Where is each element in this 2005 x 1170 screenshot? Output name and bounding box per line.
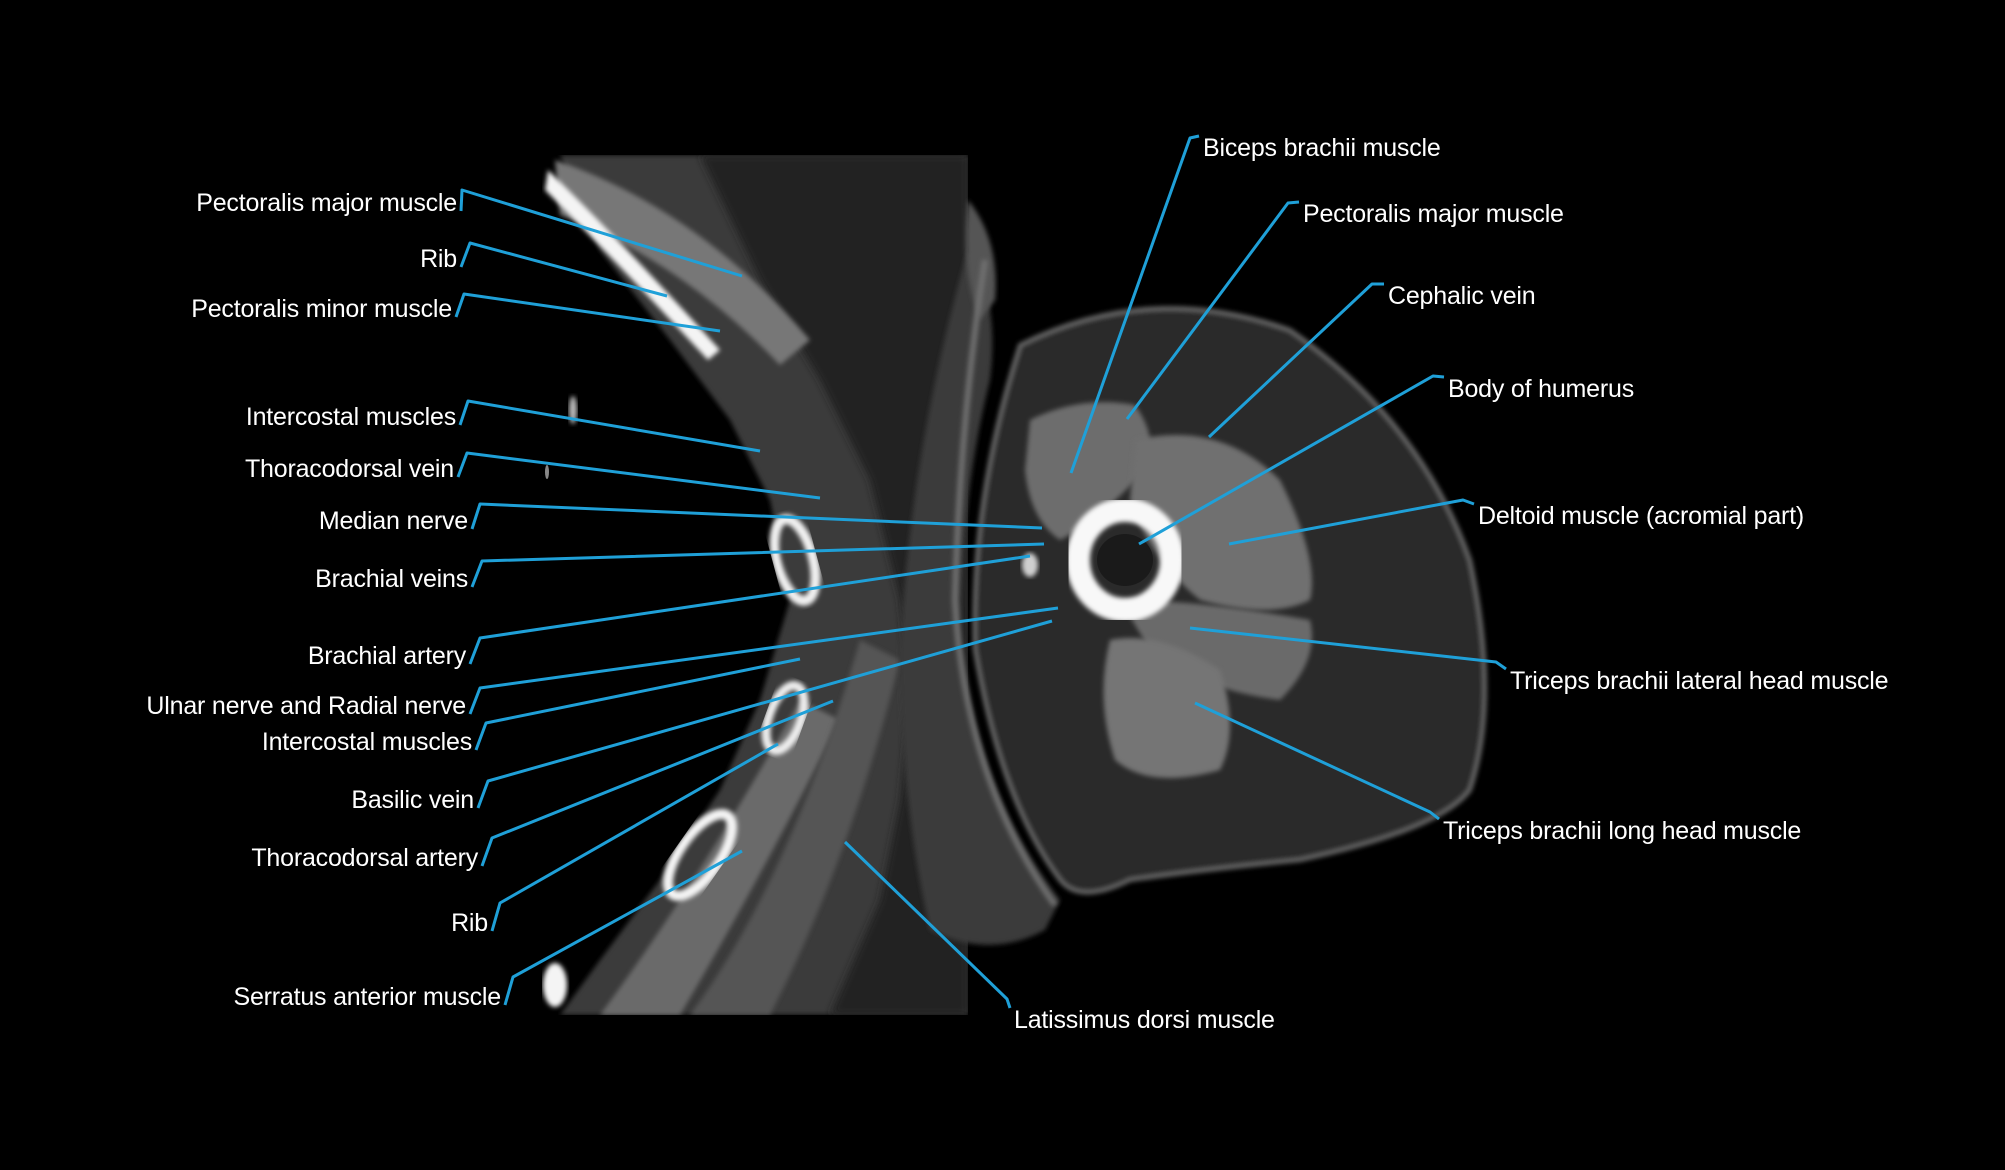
humerus-bone bbox=[1066, 498, 1184, 622]
leader-line-right-8 bbox=[843, 840, 1012, 1009]
label-left-4: Intercostal muscles bbox=[245, 403, 456, 431]
label-left-14: Serratus anterior muscle bbox=[233, 983, 501, 1011]
leader-line-right-6 bbox=[1189, 626, 1507, 671]
label-right-7: Triceps brachii long head muscle bbox=[1443, 817, 1802, 845]
leader-line-right-4 bbox=[1138, 374, 1445, 546]
latissimus-region bbox=[900, 250, 1060, 945]
leader-line-left-5 bbox=[456, 451, 821, 500]
label-right-1: Biceps brachii muscle bbox=[1203, 134, 1441, 162]
leader-line-left-8 bbox=[468, 554, 1031, 665]
leader-line-left-7 bbox=[470, 542, 1045, 588]
label-left-2: Rib bbox=[420, 245, 457, 273]
label-left-10: Intercostal muscles bbox=[261, 728, 472, 756]
leader-line-left-3 bbox=[454, 292, 721, 333]
label-right-3: Cephalic vein bbox=[1388, 282, 1536, 310]
label-right-4: Body of humerus bbox=[1448, 375, 1634, 403]
chest-wall-region bbox=[542, 155, 968, 1015]
leader-line-left-14 bbox=[503, 849, 743, 1006]
label-left-12: Thoracodorsal artery bbox=[251, 844, 478, 872]
label-left-5: Thoracodorsal vein bbox=[244, 455, 454, 483]
leader-line-left-9 bbox=[468, 606, 1059, 715]
leader-line-left-2 bbox=[459, 241, 668, 298]
leader-line-right-1 bbox=[1069, 134, 1200, 474]
leader-line-right-3 bbox=[1207, 282, 1384, 439]
label-right-8: Latissimus dorsi muscle bbox=[1014, 1006, 1275, 1034]
label-left-11: Basilic vein bbox=[351, 786, 474, 814]
label-left-1: Pectoralis major muscle bbox=[196, 189, 457, 217]
label-left-13: Rib bbox=[451, 909, 488, 937]
leader-line-right-5 bbox=[1228, 498, 1475, 546]
leader-line-right-2 bbox=[1125, 200, 1300, 420]
label-right-6: Triceps brachii lateral head muscle bbox=[1510, 667, 1889, 695]
label-left-3: Pectoralis minor muscle bbox=[191, 295, 452, 323]
leader-line-left-6 bbox=[470, 502, 1043, 530]
label-left-8: Brachial artery bbox=[307, 642, 466, 670]
leader-line-left-11 bbox=[476, 619, 1053, 809]
label-left-6: Median nerve bbox=[318, 507, 468, 535]
label-left-9: Ulnar nerve and Radial nerve bbox=[146, 692, 466, 720]
label-right-5: Deltoid muscle (acromial part) bbox=[1478, 502, 1805, 530]
upper-arm-section bbox=[951, 259, 1487, 907]
leader-lines bbox=[454, 134, 1507, 1009]
leader-line-left-12 bbox=[480, 699, 834, 867]
label-right-2: Pectoralis major muscle bbox=[1303, 200, 1564, 228]
leader-line-right-7 bbox=[1194, 701, 1440, 821]
leader-line-left-1 bbox=[459, 188, 743, 278]
leader-line-left-4 bbox=[458, 399, 761, 453]
leader-line-left-10 bbox=[474, 657, 801, 751]
label-left-7: Brachial veins bbox=[315, 565, 468, 593]
leader-line-left-13 bbox=[490, 742, 779, 932]
